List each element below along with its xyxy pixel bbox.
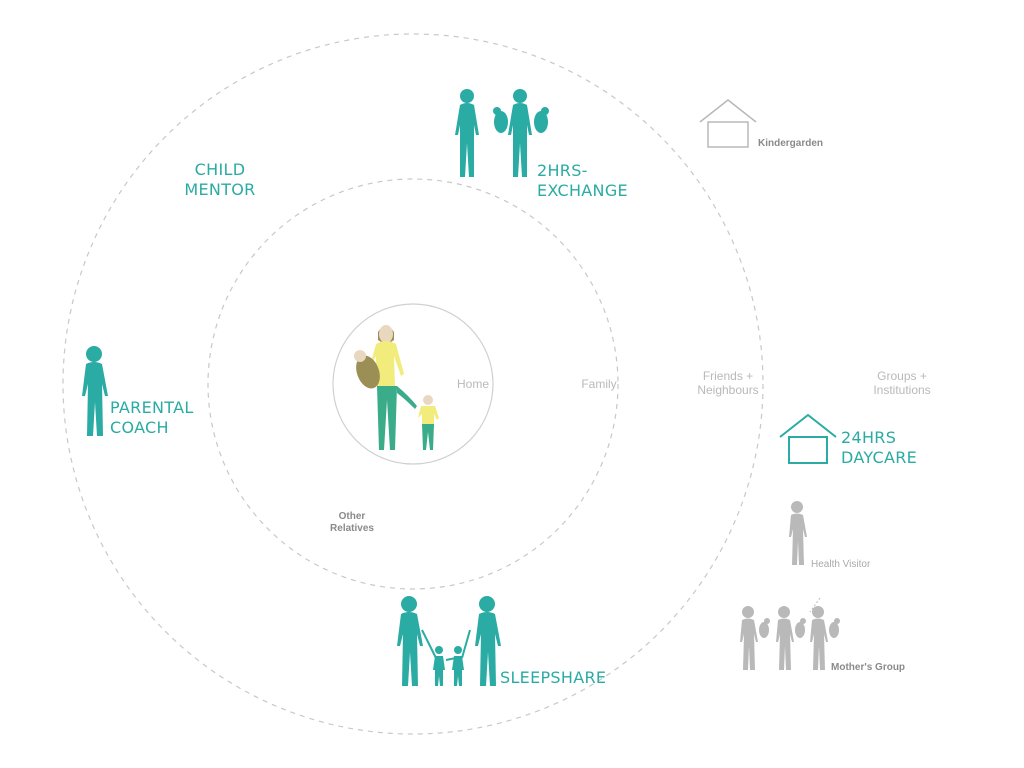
note-health-visitor: Health Visitor <box>811 559 871 570</box>
adult-figure-icon <box>455 89 479 177</box>
service-label-child-mentor: CHILD MENTOR <box>184 160 256 199</box>
ring-label-groups-institutions: Groups + Institutions <box>873 369 931 398</box>
adult-holding-baby-icon <box>493 89 549 177</box>
ring-label-family: Family <box>581 377 617 391</box>
child-figure-icon <box>452 646 464 686</box>
service-label-24hrs-daycare: 24HRS DAYCARE <box>841 428 918 467</box>
ring-label-friends-neighbours: Friends + Neighbours <box>697 369 759 398</box>
note-kindergarden: Kindergarden <box>758 138 824 149</box>
middle-ring <box>207 178 619 590</box>
house-icon <box>779 413 837 464</box>
outer-ring <box>62 33 764 735</box>
connector-line <box>809 597 821 613</box>
adult-figure-icon <box>397 596 423 686</box>
adult-figure-icon <box>82 346 108 436</box>
adult-figure-icon <box>789 501 807 565</box>
adult-holding-baby-icon <box>776 606 806 670</box>
ring-label-home: Home <box>456 377 489 391</box>
service-label-parental-coach: PARENTAL COACH <box>110 398 194 437</box>
child-figure-icon <box>433 646 445 686</box>
adult-figure-icon <box>475 596 501 686</box>
note-other-relatives: Other Relatives <box>330 511 374 534</box>
home-ring <box>332 303 494 465</box>
hand-link <box>421 629 471 661</box>
service-label-sleepshare: SLEEPSHARE <box>500 668 607 687</box>
house-icon <box>699 99 757 148</box>
mother-with-child-icon <box>354 325 439 450</box>
adult-holding-baby-icon <box>810 606 840 670</box>
adult-holding-baby-icon <box>740 606 770 670</box>
service-label-2hrs-exchange: 2HRS-EXCHANGE <box>537 161 628 200</box>
note-mothers-group: Mother's Group <box>831 662 906 673</box>
